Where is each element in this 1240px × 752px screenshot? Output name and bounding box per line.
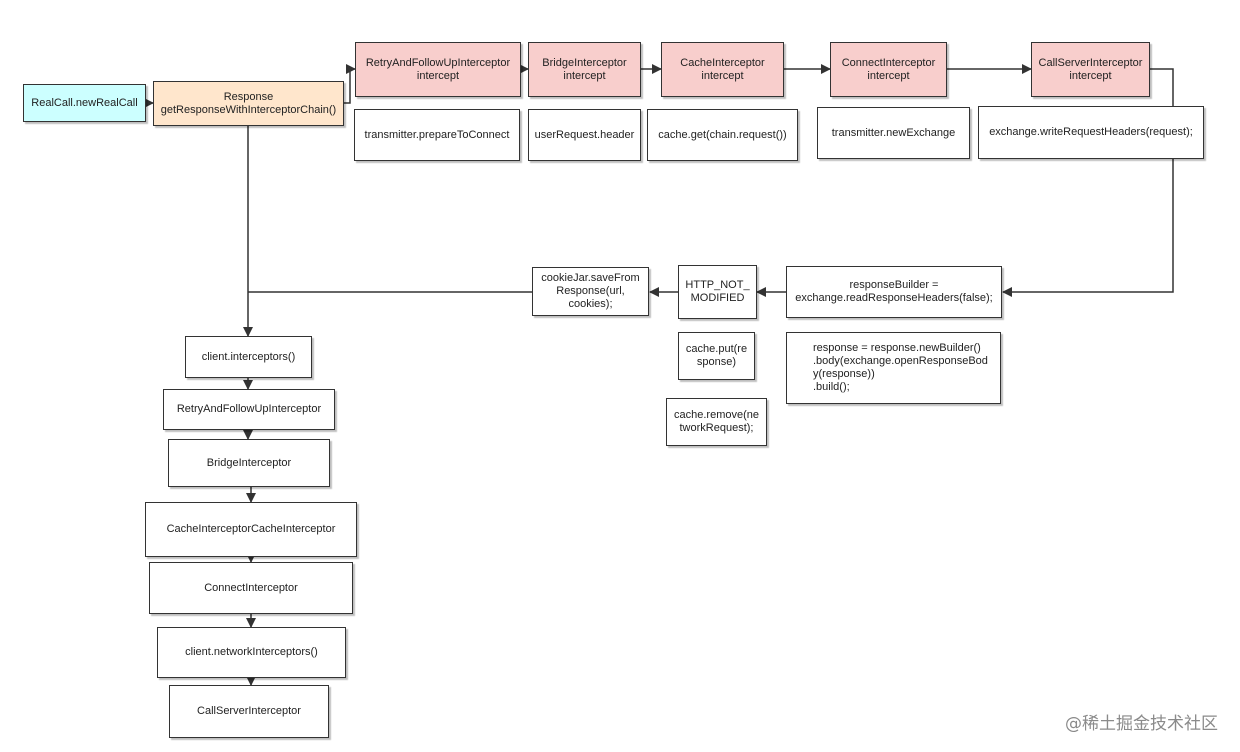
new-exchange-node: transmitter.newExchange xyxy=(817,107,970,159)
client-interceptors-node: client.interceptors() xyxy=(185,336,312,378)
bridge-intercept-node: BridgeInterceptor intercept xyxy=(528,42,641,97)
prepare-to-connect-node: transmitter.prepareToConnect xyxy=(354,109,520,161)
user-request-header-node: userRequest.header xyxy=(528,109,641,161)
stack-bridge-node: BridgeInterceptor xyxy=(168,439,330,487)
stack-network-interceptors-node: client.networkInterceptors() xyxy=(157,627,346,678)
stack-cache-node: CacheInterceptorCacheInterceptor xyxy=(145,502,357,557)
retry-intercept-node: RetryAndFollowUpInterceptor intercept xyxy=(355,42,521,97)
cache-remove-node: cache.remove(ne tworkRequest); xyxy=(666,398,767,446)
http-not-modified-node: HTTP_NOT_ MODIFIED xyxy=(678,265,757,319)
watermark: @稀土掘金技术社区 xyxy=(1065,714,1218,734)
cache-get-node: cache.get(chain.request()) xyxy=(647,109,798,161)
response-new-builder-node: response = response.newBuilder() .body(e… xyxy=(786,332,1001,404)
arrow-response-to-retry xyxy=(344,64,356,104)
stack-connect-node: ConnectInterceptor xyxy=(149,562,353,614)
cache-intercept-node: CacheInterceptor intercept xyxy=(661,42,784,97)
response-builder-node: responseBuilder = exchange.readResponseH… xyxy=(786,266,1002,318)
cache-put-node: cache.put(re sponse) xyxy=(678,332,755,380)
stack-retry-node: RetryAndFollowUpInterceptor xyxy=(163,389,335,430)
response-chain-node: Response getResponseWithInterceptorChain… xyxy=(153,81,344,126)
arrow-callserver-to-responsebuilder xyxy=(1002,68,1174,297)
cookie-jar-node: cookieJar.saveFrom Response(url, cookies… xyxy=(532,267,649,316)
realcall-node: RealCall.newRealCall xyxy=(23,84,146,122)
connect-intercept-node: ConnectInterceptor intercept xyxy=(830,42,947,97)
write-request-headers-node: exchange.writeRequestHeaders(request); xyxy=(978,106,1204,159)
callserver-intercept-node: CallServerInterceptor intercept xyxy=(1031,42,1150,97)
stack-callserver-node: CallServerInterceptor xyxy=(169,685,329,738)
